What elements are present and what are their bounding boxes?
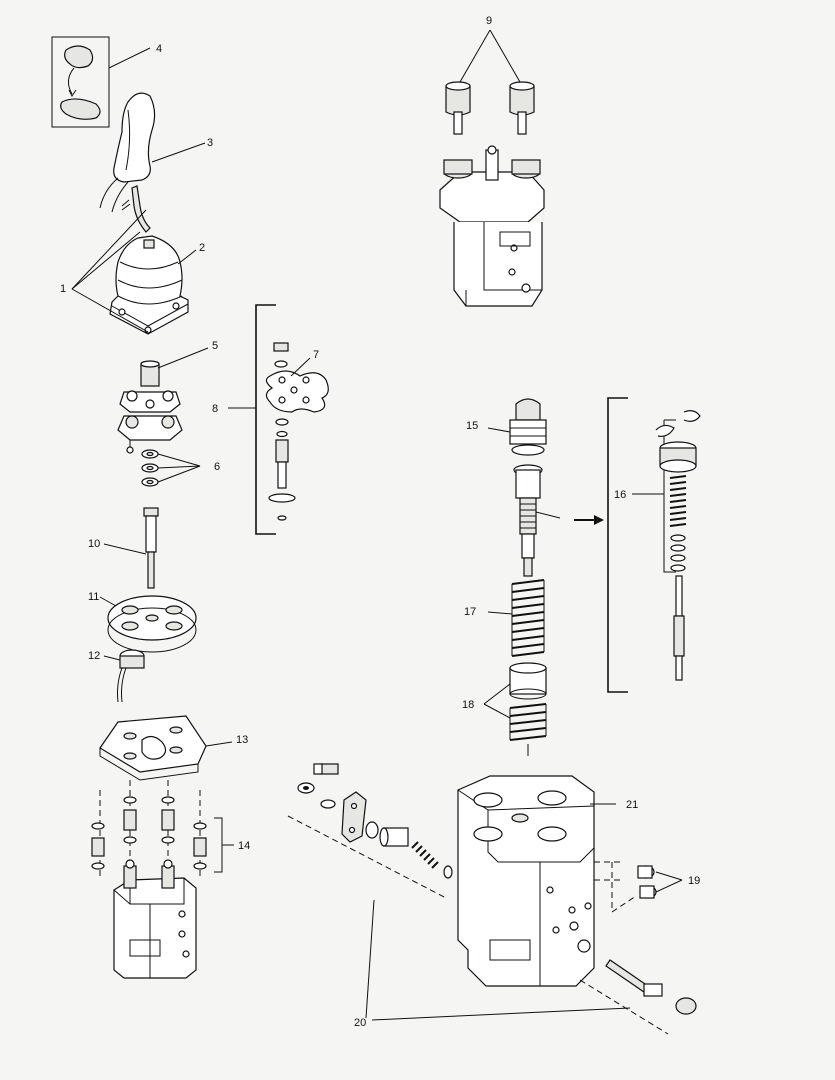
part-21-valve-housing [457,775,616,987]
part-16-bracket-assembly [607,397,701,693]
part-19-plugs [594,861,683,913]
part-14-pistons-seals [91,780,234,880]
callout-14: 14 [238,840,250,852]
callout-6: 6 [214,461,220,473]
callout-7: 7 [313,349,319,361]
callout-20: 20 [354,1017,366,1029]
callout-13: 13 [236,734,248,746]
part-17-spring [487,579,545,657]
callout-18: 18 [462,699,474,711]
callout-10: 10 [88,538,100,550]
part-2-rubber-boot [109,235,197,335]
part-3-joystick-grip [99,92,206,233]
valve-body-left [113,859,197,979]
part-10-push-rod [103,507,159,589]
part-18-spring-seat [483,662,547,756]
part-12-switch-connector [103,649,145,703]
part-5-actuator-assembly [117,347,209,454]
callout-19: 19 [688,875,700,887]
part-1-fasteners [71,199,149,333]
callout-21: 21 [626,799,638,811]
part-4-handle-cover [51,36,151,128]
part-6-washers [141,449,201,487]
callout-3: 3 [207,137,213,149]
part-20-relief-valve-parts [287,763,697,1035]
valve-body-top-right [439,145,545,307]
callout-17: 17 [464,606,476,618]
callout-16: 16 [614,489,626,501]
part-15-cartridge [487,398,547,499]
part-9-plug-caps [445,29,535,135]
spool-and-spring [519,497,604,577]
callout-15: 15 [466,420,478,432]
part-8-bracket [228,304,276,535]
part-11-cam-disc [99,595,197,653]
part-7-cam-plate [265,342,329,521]
callout-12: 12 [88,650,100,662]
callout-1: 1 [60,283,66,295]
part-13-flange-plate [99,715,233,781]
callout-2: 2 [199,242,205,254]
callout-8: 8 [212,403,218,415]
callout-4: 4 [156,43,162,55]
callout-9: 9 [486,15,492,27]
callout-11: 11 [88,591,99,603]
callout-5: 5 [212,340,218,352]
